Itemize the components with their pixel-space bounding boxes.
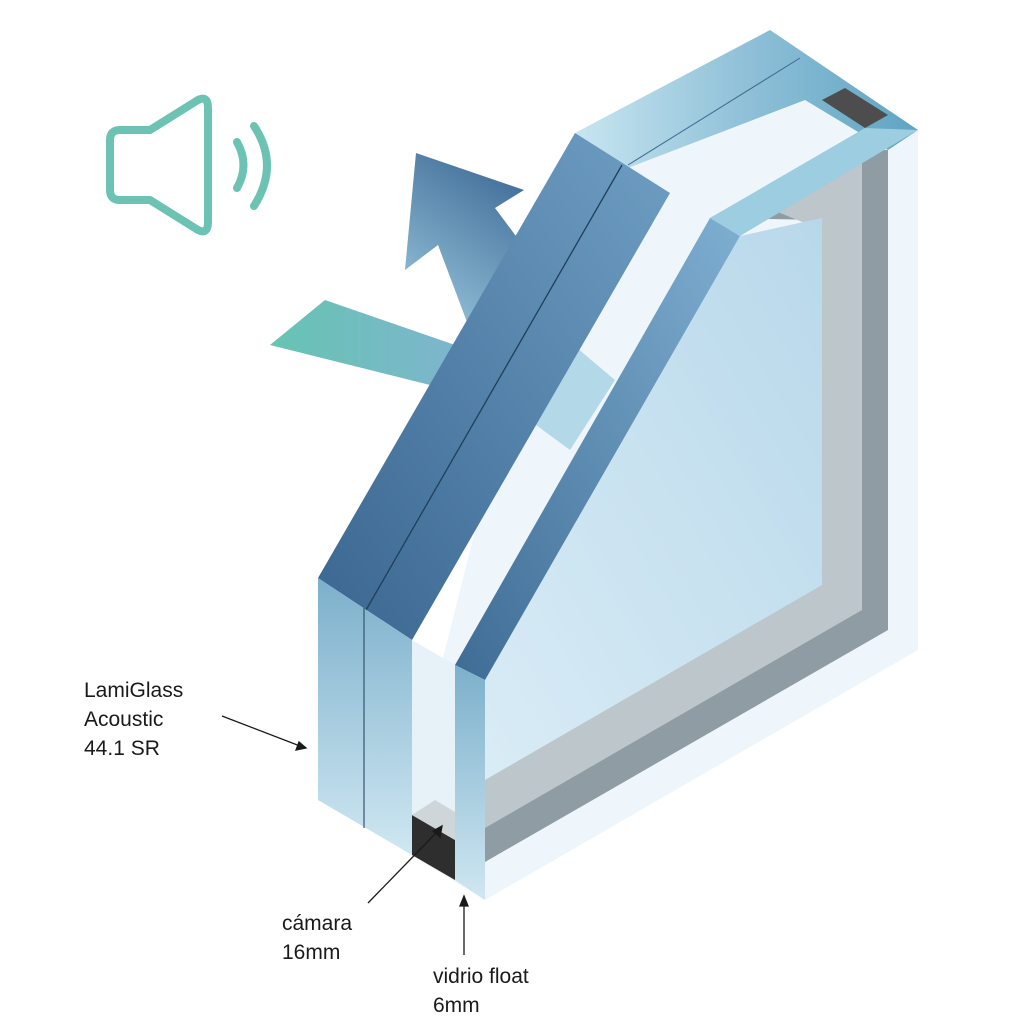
float-label-line-2: 6mm <box>433 994 480 1017</box>
cavity-floor <box>412 640 455 855</box>
float-label-line-1: vidrio float <box>433 965 529 988</box>
frame-profile <box>485 150 888 862</box>
spacer-bottom <box>412 815 455 880</box>
float-glass-front-edge <box>455 665 485 900</box>
frame-profile-face <box>485 155 862 828</box>
lamiglass-label: LamiGlass Acoustic 44.1 SR <box>84 676 183 763</box>
float-glass-face <box>455 218 740 680</box>
lamiglass-label-line-2: Acoustic <box>84 708 164 731</box>
spacer-bottom-top <box>412 800 455 840</box>
float-glass-pane <box>485 218 822 780</box>
lamiglass-label-line-1: LamiGlass <box>84 679 184 702</box>
float-glass-top-edge <box>710 128 918 236</box>
speaker-icon <box>106 94 271 236</box>
camara-leader <box>367 831 438 904</box>
float-label: vidrio float 6mm <box>433 962 529 1020</box>
camara-label-line-2: 16mm <box>282 941 341 964</box>
lamiglass-label-line-3: 44.1 SR <box>84 737 160 760</box>
laminated-glass-front-edge <box>318 578 412 855</box>
lamiglass-leader <box>221 715 301 747</box>
incoming-sound-arrow <box>270 300 470 395</box>
camara-label-line-1: cámara <box>282 912 353 935</box>
spacer-top <box>822 88 888 128</box>
leader-lines <box>221 715 469 955</box>
laminated-glass-top-edge <box>575 30 918 168</box>
camara-label: cámara 16mm <box>282 909 352 967</box>
